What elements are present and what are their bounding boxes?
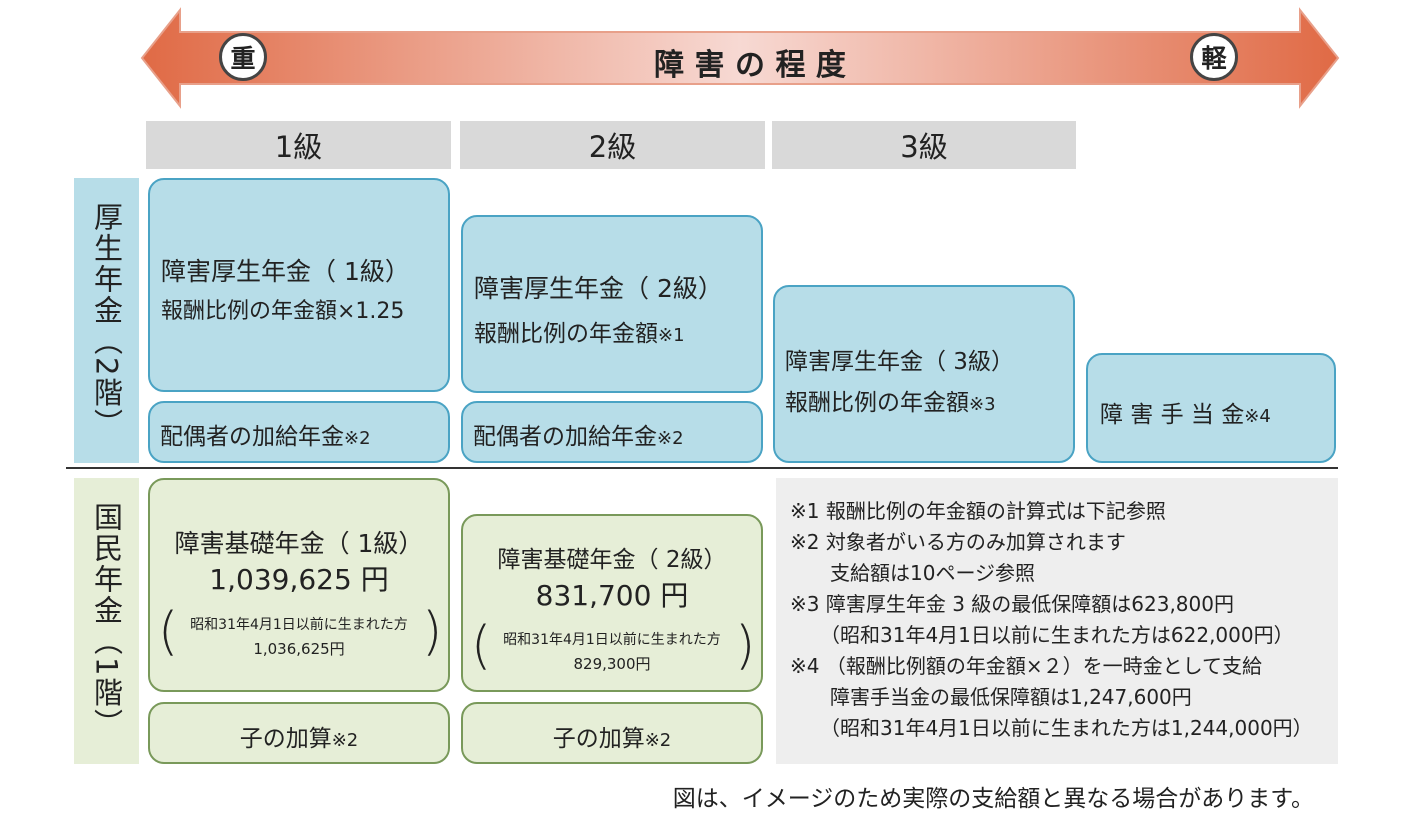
kosei-grade1-sub: 報酬比例の年金額×1.25 [161,299,405,324]
kosei-grade1-spouse-text: 配偶者の加給年金※2 [160,424,371,450]
note-line: 支給額は10ページ参照 [790,561,1036,585]
kokumin-grade1-box: 障害基礎年金（ 1級） 1,039,625 円 ( ) 昭和31年4月1日以前に… [148,478,450,692]
kosei-grade3-sub: 報酬比例の年金額※3 [785,390,996,416]
note-line: ※4 （報酬比例額の年金額×２）を一時金として支給 [790,654,1262,678]
kosei-grade2-box: 障害厚生年金（ 2級） 報酬比例の年金額※1 [461,215,763,393]
teate-text: 障 害 手 当 金※4 [1100,402,1271,428]
note-line: （昭和31年4月1日以前に生まれた方は1,244,000円） [790,716,1313,740]
kosei-grade3-box: 障害厚生年金（ 3級） 報酬比例の年金額※3 [773,285,1075,463]
kokumin-grade1-child-box: 子の加算※2 [148,702,450,764]
note-line: ※1 報酬比例の年金額の計算式は下記参照 [790,499,1166,523]
note-line: ※2 対象者がいる方のみ加算されます [790,530,1126,554]
kokumin-grade1-amount: 1,039,625 円 [209,563,389,596]
footer-note: 図は、イメージのため実際の支給額と異なる場合があります。 [672,786,1314,812]
note-line: ※3 障害厚生年金 3 級の最低保障額は623,800円 [790,592,1234,616]
light-label: 軽 [1190,33,1238,81]
severity-arrow [140,7,1340,109]
kokumin-grade2-paren-left: ( [471,616,492,676]
teate-box: 障 害 手 当 金※4 [1086,353,1336,463]
kosei-grade2-title: 障害厚生年金（ 2級） [474,274,723,303]
kosei-grade2-spouse-text: 配偶者の加給年金※2 [473,424,684,450]
grade-2-header: 2級 [460,121,765,169]
kokumin-grade1-paren-right: ) [422,602,443,662]
kosei-grade1-spouse-box: 配偶者の加給年金※2 [148,401,450,463]
tier-divider [66,467,1338,469]
kosei-grade2-spouse-box: 配偶者の加給年金※2 [461,401,763,463]
kokumin-grade1-old-label: 昭和31年4月1日以前に生まれた方 [190,617,408,633]
kokumin-grade1-title: 障害基礎年金（ 1級） [174,529,424,558]
kokumin-grade2-title: 障害基礎年金（ 2級） [497,547,727,573]
kokumin-nenkin-label: 国民年金（1階） [74,478,139,764]
kokumin-grade2-box: 障害基礎年金（ 2級） 831,700 円 ( ) 昭和31年4月1日以前に生ま… [461,514,763,692]
kosei-nenkin-label: 厚生年金（2階） [74,178,139,463]
arrow-title: 障 害 の 程 度 [654,48,846,83]
kokumin-grade2-paren-right: ) [735,616,756,676]
kokumin-grade2-amount: 831,700 円 [535,579,689,612]
kosei-grade3-title: 障害厚生年金（ 3級） [785,349,1014,375]
kosei-grade2-sub: 報酬比例の年金額※1 [474,321,685,347]
kokumin-grade1-child-text: 子の加算※2 [239,726,359,752]
kokumin-grade1-old-amount: 1,036,625円 [253,640,345,658]
note-line: （昭和31年4月1日以前に生まれた方は622,000円） [790,623,1294,647]
notes-panel: ※1 報酬比例の年金額の計算式は下記参照 ※2 対象者がいる方のみ加算されます … [776,478,1338,764]
kokumin-grade2-child-text: 子の加算※2 [552,726,672,752]
kosei-grade1-title: 障害厚生年金（ 1級） [161,257,410,286]
heavy-label: 重 [219,33,267,81]
grade-3-header: 3級 [772,121,1076,169]
kokumin-grade2-old-amount: 829,300円 [573,655,651,673]
grade-1-header: 1級 [146,121,451,169]
kokumin-grade2-child-box: 子の加算※2 [461,702,763,764]
kokumin-grade2-old-label: 昭和31年4月1日以前に生まれた方 [503,632,721,648]
kokumin-grade1-paren-left: ( [158,602,179,662]
note-line: 障害手当金の最低保障額は1,247,600円 [790,685,1192,709]
kosei-grade1-box: 障害厚生年金（ 1級） 報酬比例の年金額×1.25 [148,178,450,392]
